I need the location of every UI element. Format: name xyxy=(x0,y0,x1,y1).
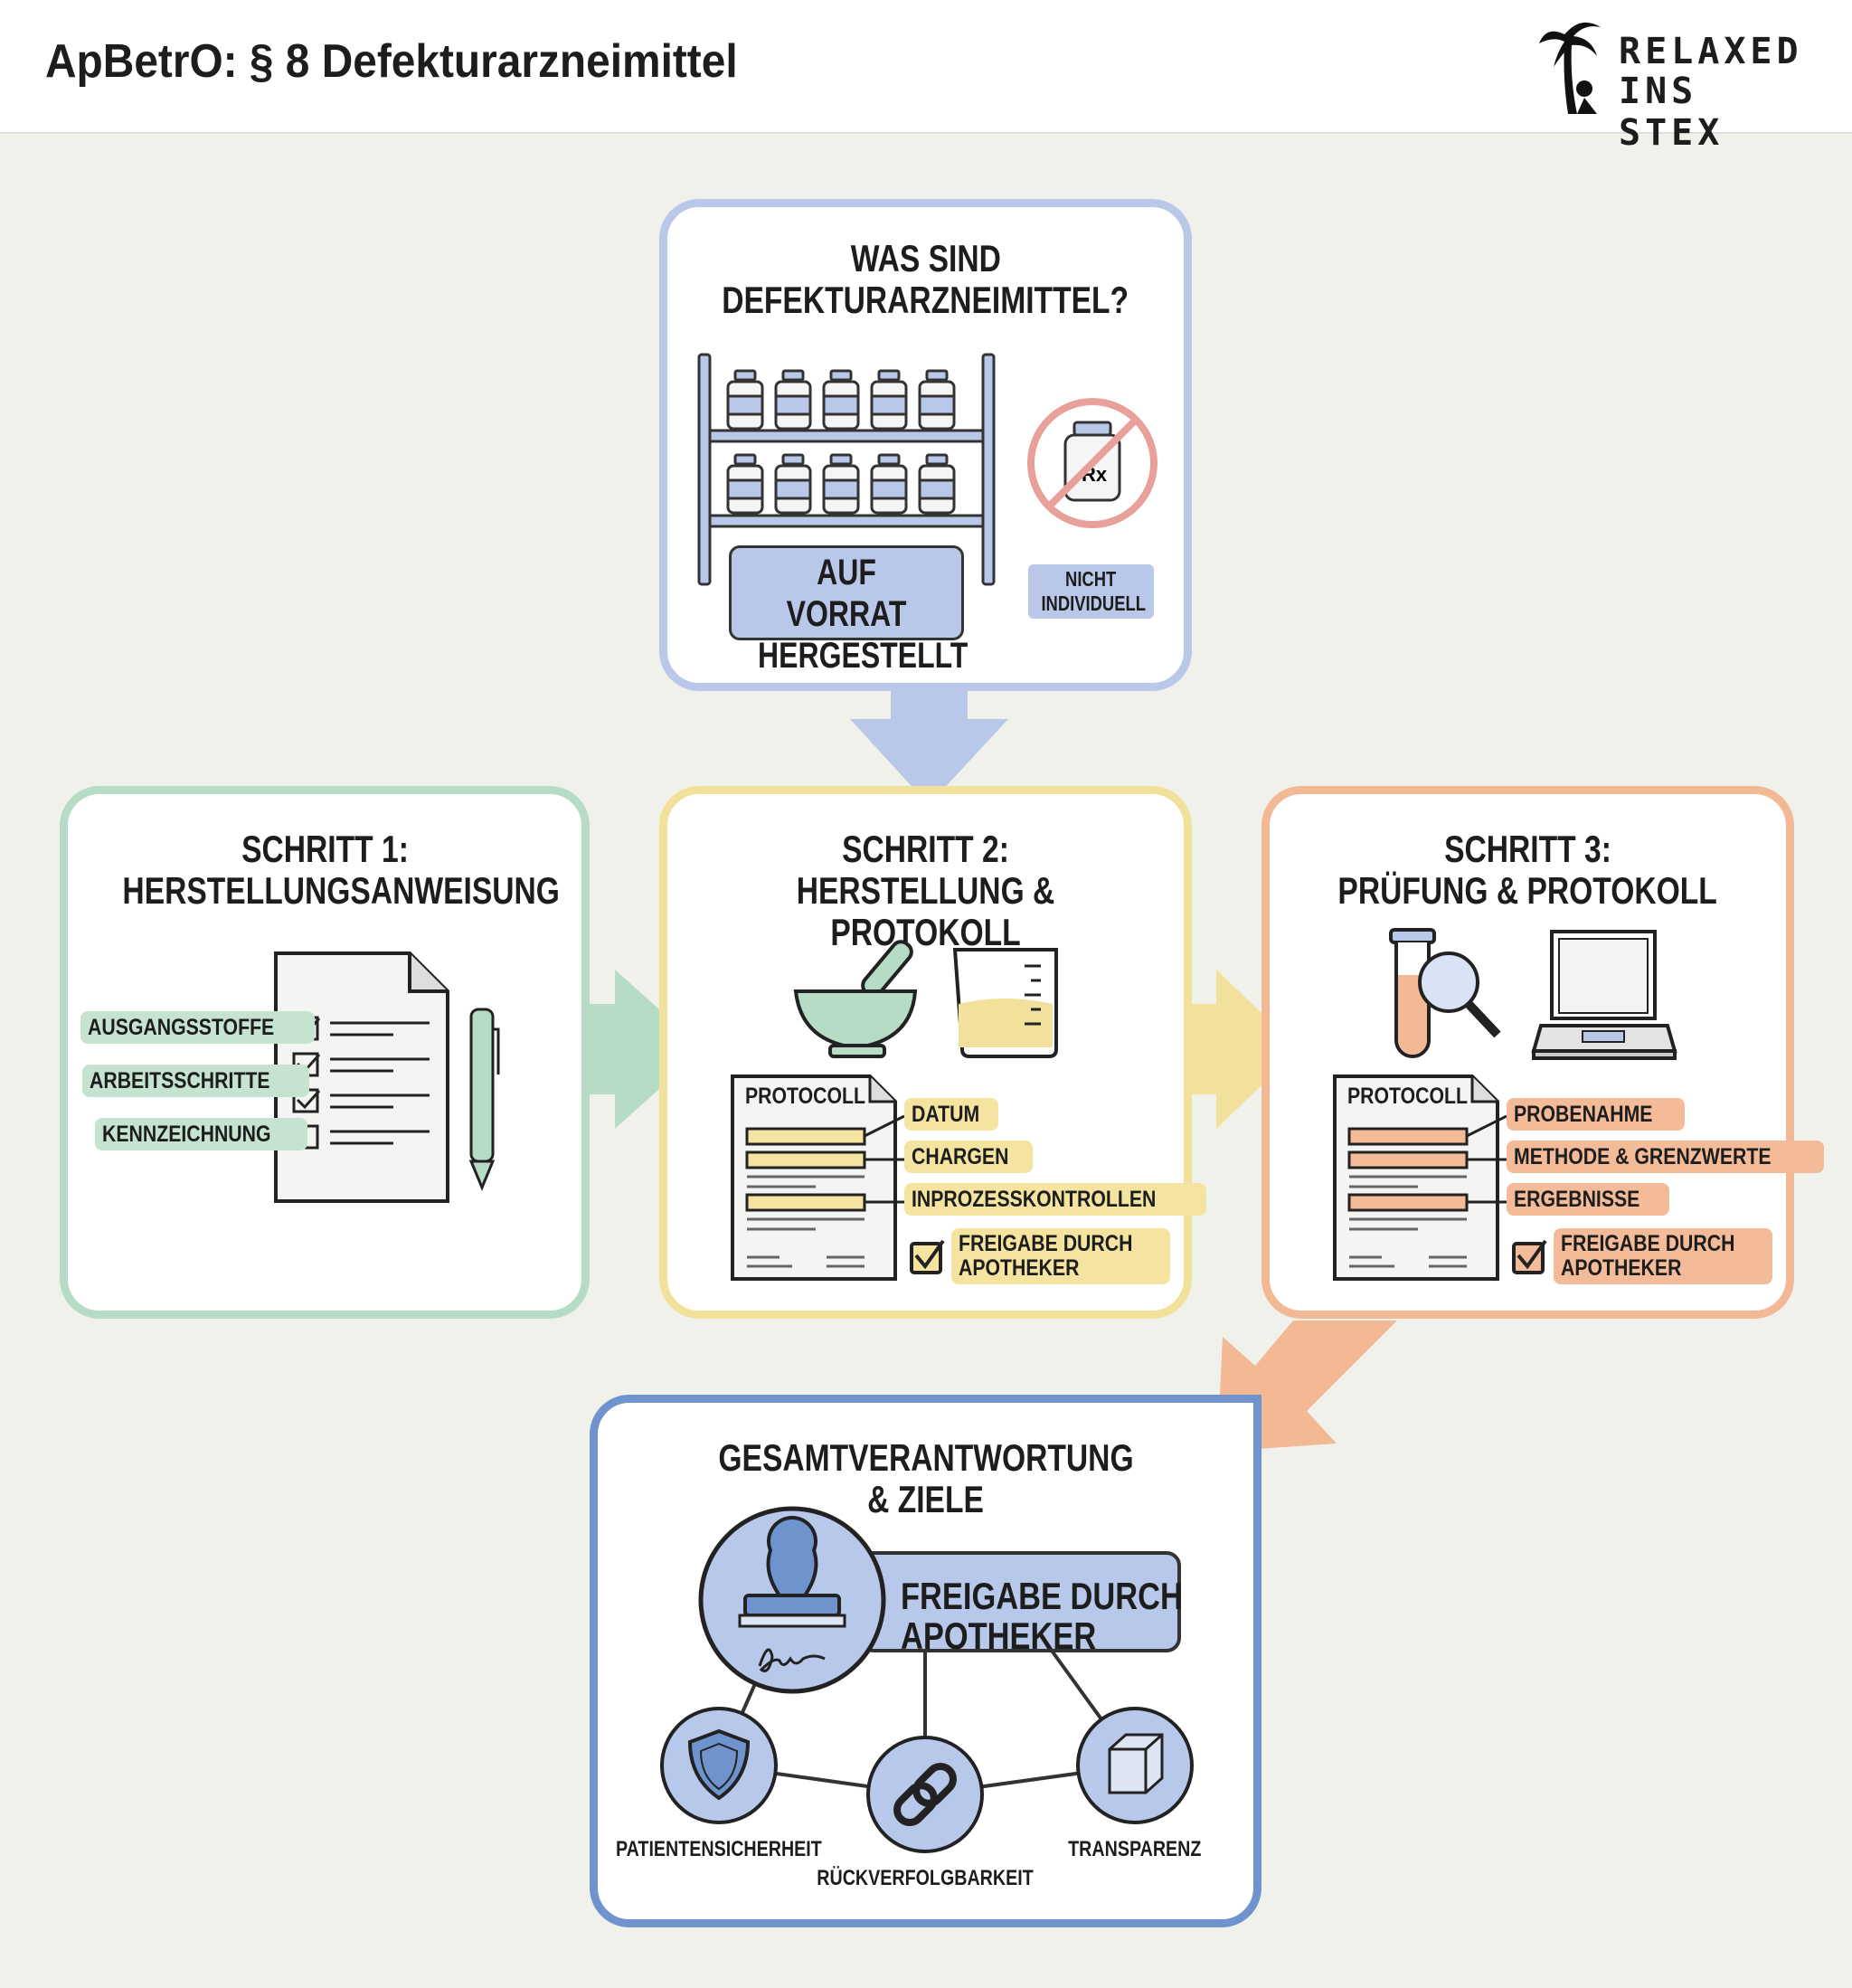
protocol-document-icon xyxy=(1333,1074,1547,1281)
instruction-document-icon xyxy=(202,951,500,1203)
protocol-item-tag: CHARGEN xyxy=(904,1141,1034,1173)
protocol-title: PROTOCOLL xyxy=(1347,1084,1469,1109)
instruction-item-tag: AUSGANGSSTOFFE xyxy=(80,1011,315,1044)
goal-label: TRANSPARENZ xyxy=(1068,1837,1202,1861)
arrow-down xyxy=(850,691,1008,805)
step3-title: SCHRITT 3:PRÜFUNG & PROTOKOLL xyxy=(1337,828,1718,912)
step2-illustration xyxy=(793,940,1058,1058)
instruction-item-tag: ARBEITSSCHRITTE xyxy=(82,1065,309,1097)
logo: RELAXED INS STEX xyxy=(1537,16,1809,154)
palm-tree-icon xyxy=(1539,22,1601,114)
summary-card: GESAMTVERANTWORTUNG& ZIELE FREIGABE DURC… xyxy=(590,1395,1261,1927)
goal-label: PATIENTENSICHERHEIT xyxy=(616,1837,822,1861)
logo-text: INS STEX xyxy=(1619,71,1724,154)
chain-link-icon xyxy=(866,1736,984,1853)
lab-scale-icon xyxy=(1531,930,1677,1060)
test-tube-magnifier-icon xyxy=(1389,928,1501,1058)
goal-label: RÜCKVERFOLGBARKEIT xyxy=(817,1866,1034,1890)
pen-icon xyxy=(468,1008,500,1191)
arrow-right-1 xyxy=(583,970,704,1129)
step3-illustration xyxy=(1389,928,1677,1060)
beaker-icon xyxy=(952,948,1058,1058)
protocol-item-tag: METHODE & GRENZWERTE xyxy=(1507,1141,1824,1173)
page-title: ApBetrO: § 8 Defekturarzneimittel xyxy=(45,35,738,88)
protocol-item-tag: INPROZESSKONTROLLEN xyxy=(904,1183,1207,1216)
instruction-item-tag: KENNZEICHNUNG xyxy=(95,1118,308,1150)
protocol-item-tag: ERGEBNISSE xyxy=(1507,1183,1669,1216)
mortar-pestle-icon xyxy=(793,940,918,1058)
arrow-diagonal xyxy=(1217,1321,1397,1452)
protocol-item-tag: PROBENAHME xyxy=(1507,1098,1685,1131)
summary-title: GESAMTVERANTWORTUNG& ZIELE xyxy=(717,1436,1134,1520)
cube-icon xyxy=(1076,1707,1194,1824)
step3-card: SCHRITT 3:PRÜFUNG & PROTOKOLL PROTOCOLL P… xyxy=(1261,786,1824,1319)
step1-title: SCHRITT 1:HERSTELLUNGSANWEISUNG xyxy=(122,828,560,912)
header: ApBetrO: § 8 Defekturarzneimittel RELAXE… xyxy=(0,0,1852,154)
step2-card: SCHRITT 2:HERSTELLUNG & PROTOKOLL PROTOC… xyxy=(659,786,1207,1319)
protocol-title: PROTOCOLL xyxy=(745,1084,866,1109)
stamp-icon xyxy=(698,1506,886,1694)
no-prescription-icon: Rx xyxy=(1027,398,1158,528)
shield-icon xyxy=(660,1707,778,1824)
logo-text: RELAXED xyxy=(1619,31,1803,72)
summary-network xyxy=(660,1506,1194,1853)
step2-title: SCHRITT 2:HERSTELLUNG & PROTOKOLL xyxy=(796,828,1055,953)
protocol-document-icon xyxy=(731,1074,945,1281)
shelf-bottles-icon xyxy=(697,353,996,586)
protocol-item-tag: DATUM xyxy=(904,1098,999,1131)
step1-card: SCHRITT 1:HERSTELLUNGSANWEISUNG AUSGANGS… xyxy=(60,786,590,1319)
arrow-right-2 xyxy=(1186,970,1299,1129)
